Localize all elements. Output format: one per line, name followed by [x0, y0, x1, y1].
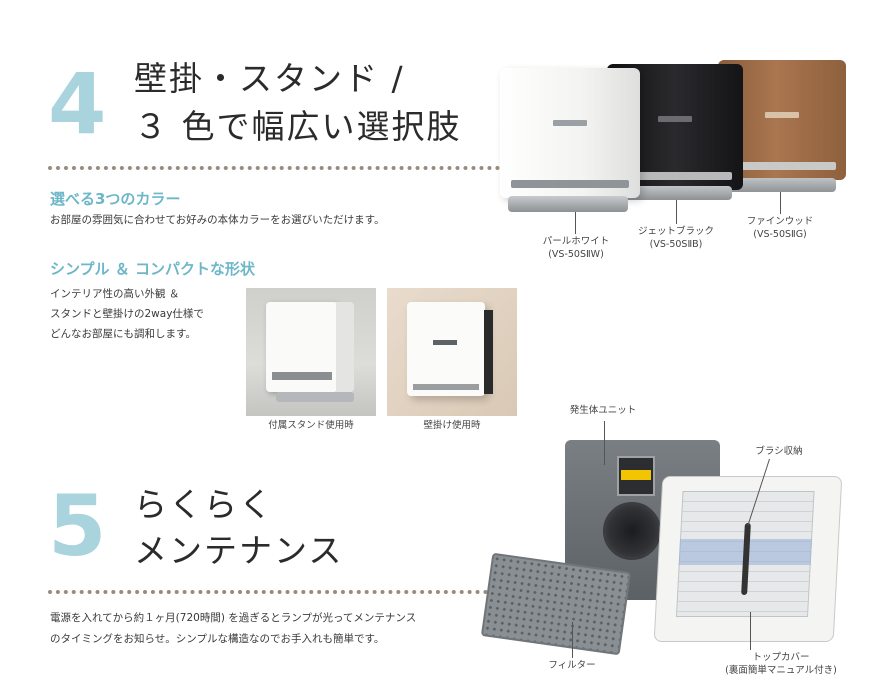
wall-use-photo: [387, 288, 517, 416]
wall-use-caption: 壁掛け使用時: [423, 420, 481, 431]
stand-unit-side: [336, 302, 354, 392]
generator-unit-warning-label: [621, 470, 651, 480]
product-white-badge: [553, 120, 587, 126]
black-leader-line: [676, 200, 677, 224]
section5-heading-line2: メンテナンス: [134, 531, 344, 570]
wall-unit-side: [484, 310, 493, 394]
wall-unit-badge: [433, 340, 457, 345]
stand-use-caption: 付属スタンド使用時: [268, 420, 354, 431]
wall-unit-grille: [413, 384, 479, 390]
section5-heading-line1: らくらく: [134, 485, 274, 524]
product-wood-stand: [728, 178, 836, 192]
wood-leader-line: [780, 192, 781, 214]
maintenance-text-line-1: 電源を入れてから約１ヶ月(720時間) を過ぎるとランプが光ってメンテナンス: [50, 612, 417, 624]
section-number-4: 4: [48, 55, 107, 153]
black-product-model: (VS-50SⅡB): [649, 238, 703, 250]
wood-product-name: ファインウッド: [746, 216, 814, 227]
product-black-stand: [620, 186, 732, 200]
product-black-grille: [617, 172, 733, 180]
maintenance-text: 電源を入れてから約１ヶ月(720時間) を過ぎるとランプが光ってメンテナンス の…: [50, 608, 416, 650]
wood-product-caption: ファインウッド (VS-50SⅡG): [734, 216, 826, 242]
white-product-caption: パールホワイト (VS-50SⅡW): [530, 236, 622, 262]
maintenance-text-line-2: のタイミングをお知らせ。シンプルな構造なのでお手入れも簡単です。: [50, 633, 385, 645]
simple-text-line-2: スタンドと壁掛けの2way仕様で: [50, 307, 204, 320]
simple-compact-title: シンプル ＆ コンパクトな形状: [50, 260, 255, 278]
stand-use-photo: [246, 288, 376, 416]
generator-leader-line: [604, 421, 605, 465]
simple-compact-text: インテリア性の高い外観 ＆ スタンドと壁掛けの2way仕様で どんなお部屋にも調…: [50, 285, 204, 345]
section5-divider: [48, 590, 488, 594]
product-white-unit: [500, 68, 640, 198]
white-leader-line: [575, 212, 576, 234]
black-product-caption: ジェットブラック (VS-50SⅡB): [630, 226, 722, 252]
top-cover-label-line1: トップカバー: [752, 652, 810, 663]
stand-unit-base: [276, 392, 354, 402]
top-cover-panel: [653, 476, 843, 642]
wood-product-model: (VS-50SⅡG): [753, 228, 807, 240]
stand-unit-grille: [272, 372, 332, 380]
black-product-name: ジェットブラック: [637, 226, 714, 237]
product-white-stand: [508, 196, 628, 212]
section4-divider: [48, 166, 500, 170]
white-product-model: (VS-50SⅡW): [548, 248, 604, 260]
simple-text-line-3: どんなお部屋にも調和します。: [50, 327, 196, 340]
top-cover-leader-line: [750, 612, 751, 650]
generator-unit-label: 発生体ユニット: [569, 405, 637, 416]
simple-text-line-1: インテリア性の高い外観 ＆: [50, 288, 180, 300]
white-product-name: パールホワイト: [542, 236, 610, 247]
section-number-5: 5: [48, 477, 107, 575]
generator-unit-fan: [603, 502, 661, 560]
brush-storage-label: ブラシ収納: [755, 446, 803, 457]
wall-unit-body: [407, 302, 485, 396]
filter-leader-line: [572, 622, 573, 658]
product-wood-badge: [765, 112, 799, 118]
section4-heading-line2: ３ 色で幅広い選択肢: [134, 107, 462, 146]
filter-label: フィルター: [548, 660, 596, 671]
colors-title: 選べる3つのカラー: [50, 190, 181, 208]
top-cover-label: トップカバー (裏面簡単マニュアル付き): [706, 652, 856, 678]
colors-text: お部屋の雰囲気に合わせてお好みの本体カラーをお選びいただけます。: [50, 214, 385, 226]
filter-panel: [480, 552, 632, 656]
section4-heading-line1: 壁掛・スタンド /: [134, 59, 405, 98]
top-cover-label-line2: (裏面簡単マニュアル付き): [725, 664, 837, 676]
product-black-badge: [658, 116, 692, 122]
product-wood-grille: [728, 162, 836, 170]
product-white-grille: [511, 180, 629, 188]
